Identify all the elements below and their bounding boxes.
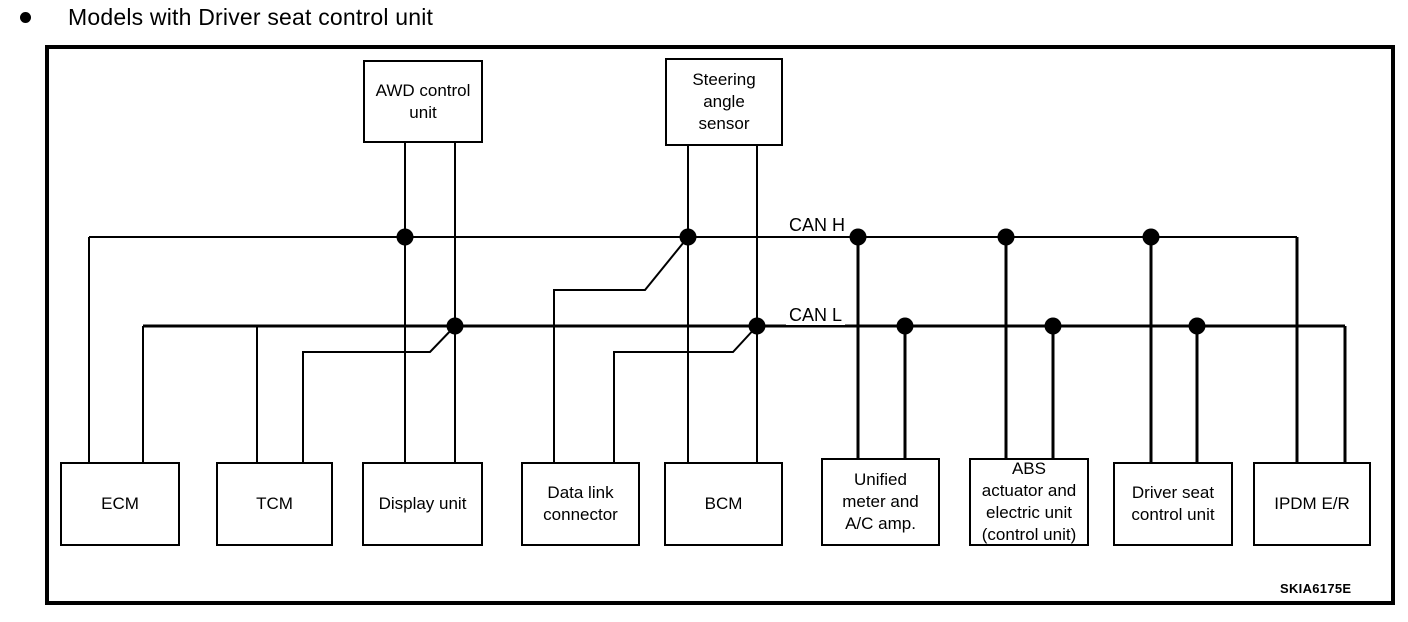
- unit-box-label: ECM: [101, 494, 139, 513]
- unit-box-awd-control-unit: AWD control unit: [363, 60, 483, 143]
- figure-code: SKIA6175E: [1280, 581, 1352, 596]
- junction-awd-canl-dot: [446, 317, 464, 335]
- junction-abs-canh-dot: [997, 228, 1015, 246]
- junction-steering-canl-dot: [748, 317, 766, 335]
- junction-driverseat-canh-dot: [1142, 228, 1160, 246]
- unit-box-label: ABS actuator and electric unit (control …: [981, 459, 1077, 544]
- unit-box-steering-angle-sensor: Steering angle sensor: [665, 58, 783, 146]
- junction-steering-canh-dot: [679, 228, 697, 246]
- unit-box-label: IPDM E/R: [1274, 494, 1350, 513]
- junction-driverseat-canl-dot: [1188, 317, 1206, 335]
- unit-box-label: Data link connector: [543, 483, 618, 524]
- junction-awd-canh-dot: [396, 228, 414, 246]
- unit-box-label: AWD control unit: [375, 80, 471, 122]
- unit-box-abs-actuator-and-electric-unit: ABS actuator and electric unit (control …: [969, 458, 1089, 546]
- unit-box-label: Unified meter and A/C amp.: [842, 470, 919, 533]
- unit-box-unified-meter-and-ac-amp: Unified meter and A/C amp.: [821, 458, 940, 546]
- bus-label-can-h: CAN H: [786, 215, 849, 235]
- unit-box-ipdm-er: IPDM E/R: [1253, 462, 1371, 546]
- unit-box-label: TCM: [256, 494, 293, 513]
- junction-abs-canl-dot: [1044, 317, 1062, 335]
- junction-meter-canl-dot: [896, 317, 914, 335]
- tcm-can-h-branch: [302, 325, 456, 462]
- unit-box-label: Display unit: [378, 494, 467, 513]
- unit-box-label: Steering angle sensor: [692, 70, 756, 133]
- unit-box-driver-seat-control-unit: Driver seat control unit: [1113, 462, 1233, 546]
- unit-box-label: BCM: [704, 494, 743, 513]
- unit-box-label: Driver seat control unit: [1131, 483, 1215, 524]
- unit-box-display-unit: Display unit: [362, 462, 483, 546]
- unit-box-data-link-connector: Data link connector: [521, 462, 640, 546]
- junction-meter-canh-dot: [849, 228, 867, 246]
- unit-box-bcm: BCM: [664, 462, 783, 546]
- bullet-point-icon: [20, 12, 31, 23]
- bus-label-can-l: CAN L: [786, 305, 846, 325]
- dlc-can-h-branch: [553, 236, 689, 462]
- heading-row: Models with Driver seat control unit: [0, 0, 1408, 45]
- unit-box-tcm: TCM: [216, 462, 333, 546]
- page-title: Models with Driver seat control unit: [68, 4, 434, 30]
- dlc-can-l-branch: [613, 325, 758, 462]
- unit-box-ecm: ECM: [60, 462, 180, 546]
